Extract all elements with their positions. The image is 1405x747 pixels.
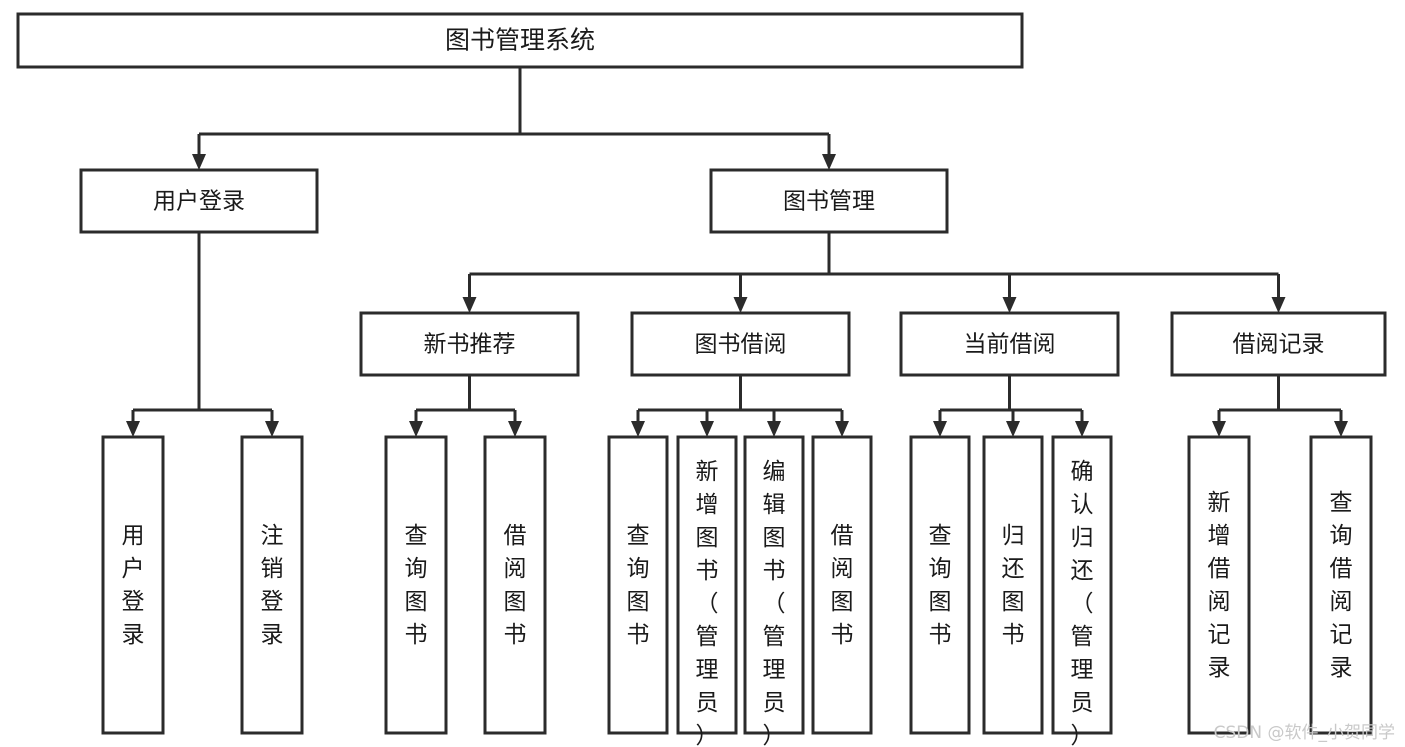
- root-node[interactable]: 图书管理系统: [16, 12, 1024, 69]
- arrow-head-icon: [700, 421, 714, 437]
- leaf-node[interactable]: 查询借阅记录: [1309, 435, 1373, 735]
- level3-node-box: [899, 311, 1120, 377]
- leaf-node[interactable]: 新增图书（管理员）: [676, 435, 738, 747]
- arrow-head-icon: [1006, 421, 1020, 437]
- arrow-head-icon: [631, 421, 645, 437]
- leaf-box: [743, 435, 805, 735]
- leaf-node[interactable]: 查询图书: [607, 435, 669, 735]
- arrow-head-icon: [192, 154, 206, 170]
- leaf-node[interactable]: 确认归还（管理员）: [1051, 435, 1113, 747]
- leaf-box: [483, 435, 547, 735]
- leaf-label: 编辑图书（管理员）: [763, 459, 786, 747]
- leaf-node[interactable]: 借阅图书: [811, 435, 873, 735]
- arrow-head-icon: [508, 421, 522, 437]
- node-layer: 图书管理系统用户登录图书管理新书推荐图书借阅当前借阅借阅记录用户登录注销登录查询…: [16, 12, 1387, 747]
- leaf-box: [384, 435, 448, 735]
- leaf-node[interactable]: 用户登录: [101, 435, 165, 735]
- arrow-head-icon: [1334, 421, 1348, 437]
- level3-node-box: [359, 311, 580, 377]
- leaf-label: 新增图书（管理员）: [696, 459, 719, 747]
- arrow-head-icon: [733, 297, 748, 313]
- level3-node-label: 借阅记录: [1233, 332, 1325, 358]
- arrow-head-icon: [462, 297, 477, 313]
- level2-node-box: [79, 168, 319, 234]
- leaf-label: 借阅图书: [504, 523, 527, 648]
- leaf-node[interactable]: 注销登录: [240, 435, 304, 735]
- leaf-node[interactable]: 查询图书: [384, 435, 448, 735]
- leaf-box: [240, 435, 304, 735]
- leaf-node[interactable]: 编辑图书（管理员）: [743, 435, 805, 747]
- leaf-label: 查询图书: [929, 523, 952, 648]
- level2-node-label: 用户登录: [153, 189, 245, 215]
- leaf-label: 借阅图书: [831, 523, 854, 648]
- root-node-box: [16, 12, 1024, 69]
- leaf-label: 查询图书: [405, 523, 428, 648]
- level2-node[interactable]: 图书管理: [709, 168, 949, 234]
- arrow-head-icon: [1002, 297, 1017, 313]
- leaf-box: [909, 435, 971, 735]
- leaf-node[interactable]: 查询图书: [909, 435, 971, 735]
- arrow-head-icon: [835, 421, 849, 437]
- level3-node-box: [1170, 311, 1387, 377]
- level3-node-label: 新书推荐: [424, 332, 516, 358]
- arrow-head-icon: [1075, 421, 1089, 437]
- leaf-label: 新增借阅记录: [1208, 490, 1231, 681]
- level3-node-box: [630, 311, 851, 377]
- arrow-head-icon: [1271, 297, 1286, 313]
- leaf-box: [1051, 435, 1113, 735]
- connector-layer: [126, 67, 1348, 437]
- leaf-label: 注销登录: [261, 523, 284, 648]
- leaf-node[interactable]: 借阅图书: [483, 435, 547, 735]
- leaf-node[interactable]: 新增借阅记录: [1187, 435, 1251, 735]
- arrow-head-icon: [933, 421, 947, 437]
- arrow-head-icon: [1212, 421, 1226, 437]
- leaf-label: 确认归还（管理员）: [1071, 459, 1094, 747]
- leaf-box: [1187, 435, 1251, 735]
- leaf-label: 查询借阅记录: [1330, 490, 1353, 681]
- leaf-label: 查询图书: [627, 523, 650, 648]
- watermark-text: CSDN @软件_小贺同学: [1213, 723, 1395, 743]
- leaf-box: [607, 435, 669, 735]
- level3-node-label: 当前借阅: [964, 332, 1056, 358]
- level2-node[interactable]: 用户登录: [79, 168, 319, 234]
- arrow-head-icon: [265, 421, 279, 437]
- level3-node[interactable]: 图书借阅: [630, 311, 851, 377]
- leaf-label: 用户登录: [122, 523, 145, 648]
- arrow-head-icon: [767, 421, 781, 437]
- level3-node[interactable]: 借阅记录: [1170, 311, 1387, 377]
- leaf-box: [811, 435, 873, 735]
- level3-node[interactable]: 新书推荐: [359, 311, 580, 377]
- leaf-node[interactable]: 归还图书: [982, 435, 1044, 735]
- arrow-head-icon: [126, 421, 140, 437]
- leaf-box: [676, 435, 738, 735]
- root-node-label: 图书管理系统: [445, 26, 595, 55]
- level3-node-label: 图书借阅: [695, 332, 787, 358]
- leaf-box: [1309, 435, 1373, 735]
- leaf-box: [982, 435, 1044, 735]
- leaf-box: [101, 435, 165, 735]
- level2-node-label: 图书管理: [783, 189, 875, 215]
- arrow-head-icon: [822, 154, 836, 170]
- level3-node[interactable]: 当前借阅: [899, 311, 1120, 377]
- leaf-label: 归还图书: [1002, 523, 1025, 648]
- arrow-head-icon: [409, 421, 423, 437]
- level2-node-box: [709, 168, 949, 234]
